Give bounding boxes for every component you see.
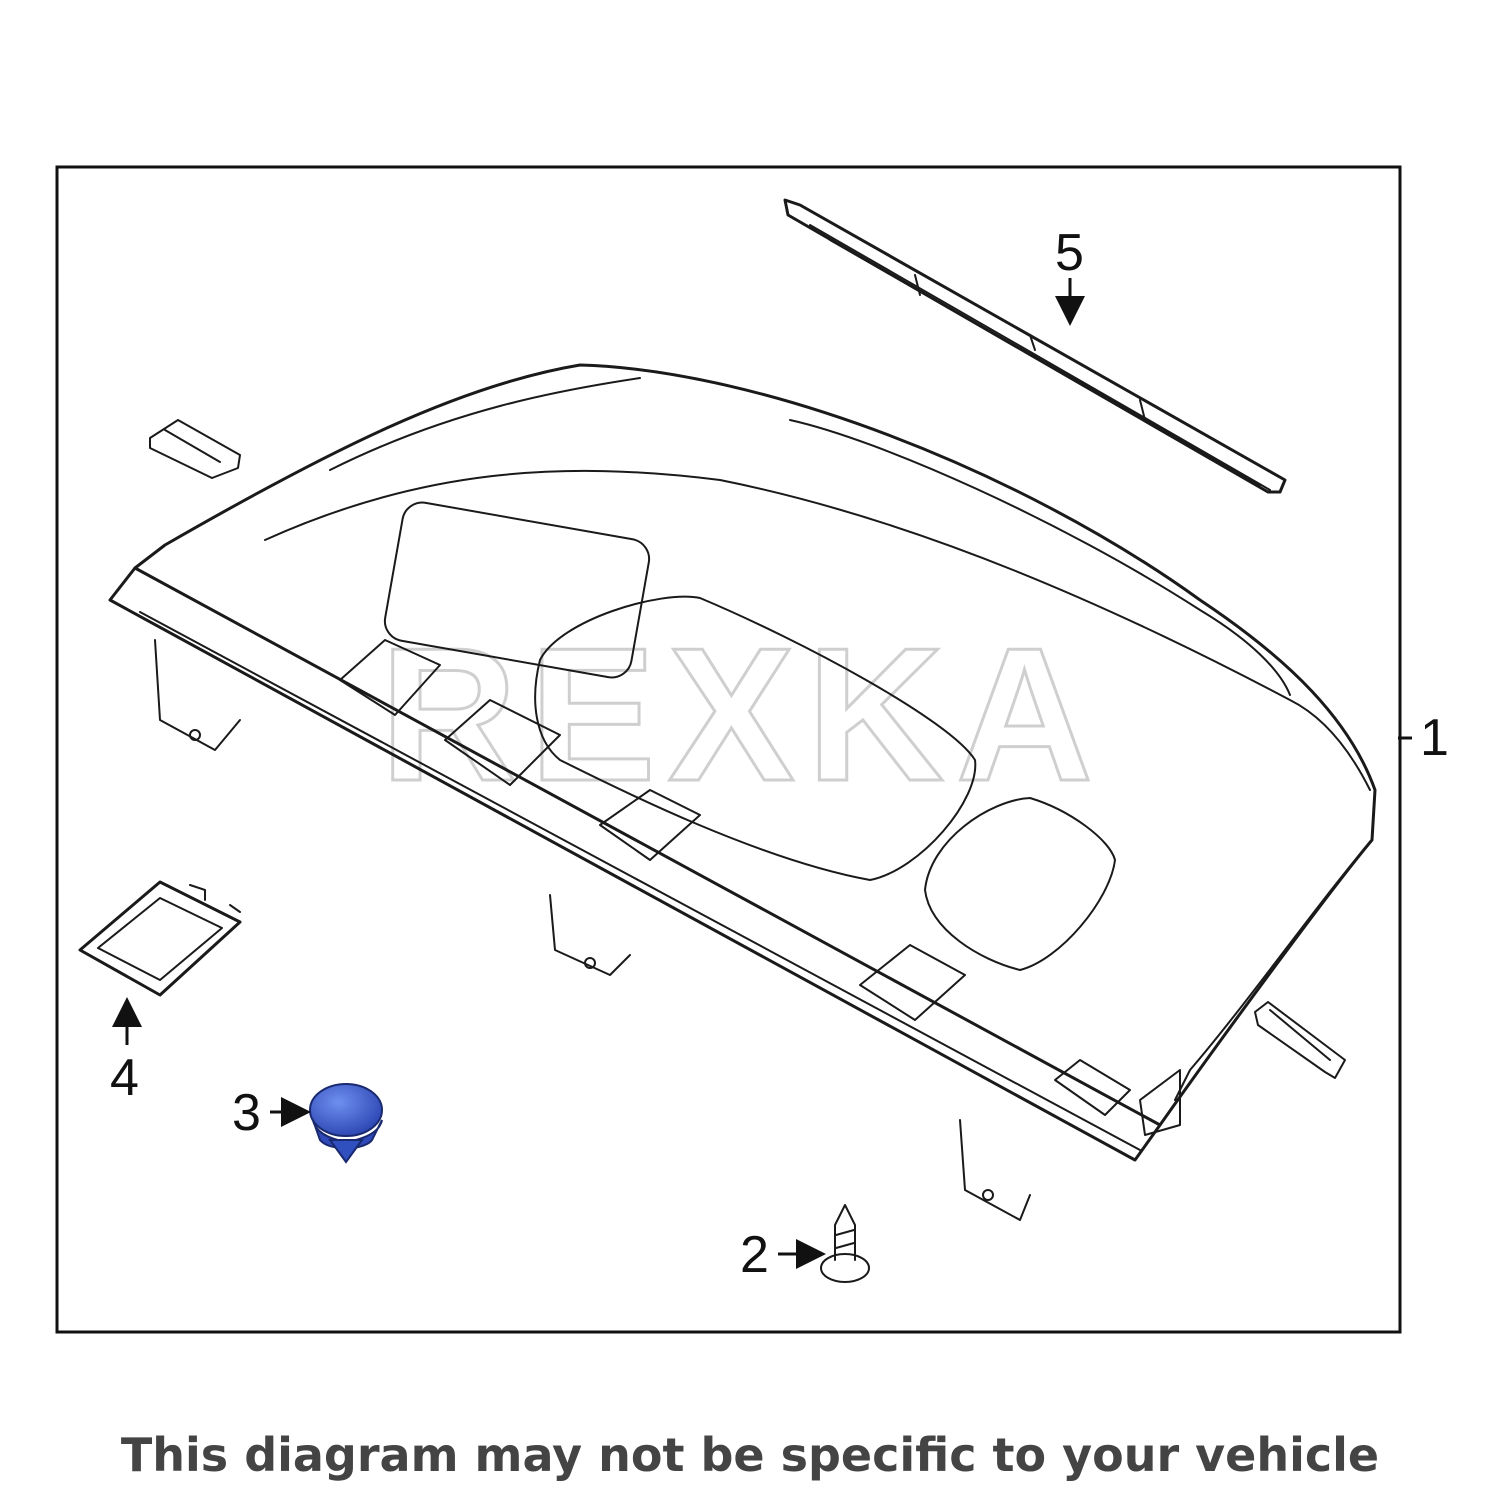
disclaimer-caption: This diagram may not be specific to your… xyxy=(120,1428,1380,1482)
callout-2: 2 xyxy=(740,1226,769,1284)
screw-icon xyxy=(820,1204,870,1283)
callout-3: 3 xyxy=(232,1084,261,1142)
deck-trim-strip-icon xyxy=(783,198,1287,494)
callout-5: 5 xyxy=(1055,224,1084,282)
rear-package-tray-icon xyxy=(108,363,1377,1221)
push-clip-icon xyxy=(309,1083,383,1164)
callout-1: 1 xyxy=(1420,709,1449,767)
bracket-icon xyxy=(1254,1001,1346,1079)
retainer-clip-icon xyxy=(149,419,241,479)
speaker-grille-cover-icon xyxy=(78,880,242,997)
callout-4: 4 xyxy=(110,1049,139,1107)
diagram-frame xyxy=(55,165,1402,1334)
watermark: REXKA xyxy=(380,609,1105,821)
